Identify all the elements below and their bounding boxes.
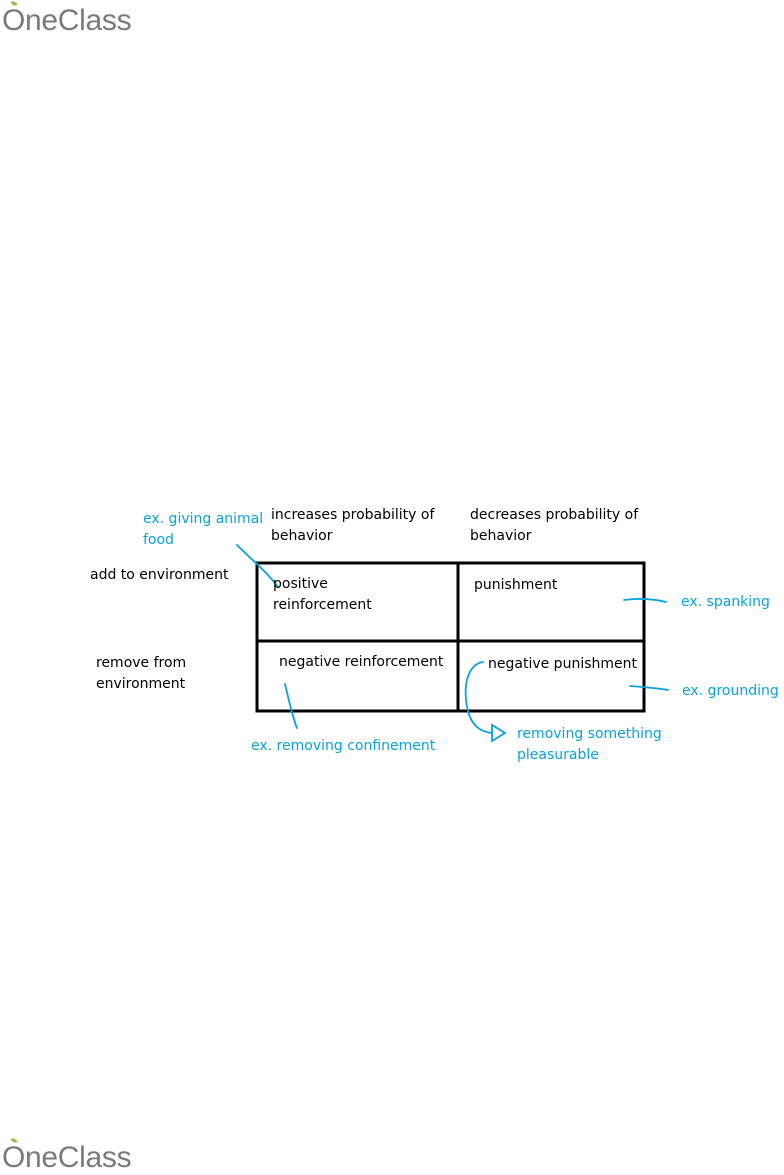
table-border [255,561,646,713]
annotation-spanking: ex. spanking [681,594,770,610]
row-header-remove: remove from environment [96,655,187,692]
spanking-annotation-line [623,598,667,603]
annotation-giving-food: ex. giving animal food [143,511,264,548]
pleasurable-annotation-line [464,661,493,734]
annotation-grounding: ex. grounding [682,683,779,699]
arrow-head-icon [491,723,507,743]
reinforcement-table-grid [255,561,646,713]
confinement-annotation-line [284,683,298,729]
cell-positive-reinforcement: positive reinforcement [273,576,372,613]
annotation-removing-confinement: ex. removing confinement [251,738,436,754]
food-annotation-line [236,544,279,588]
cell-negative-punishment: negative punishment [488,656,637,672]
logo-text: OneClass [2,4,132,37]
cell-negative-reinforcement: negative reinforcement [279,654,444,670]
cell-punishment: punishment [474,577,558,593]
row-header-add: add to environment [90,567,229,583]
grounding-annotation-line [629,685,669,691]
logo-text-footer: OneClass [2,1141,132,1174]
col-header-decreases: decreases probability of behavior [470,507,639,544]
col-header-increases: increases probability of behavior [271,507,435,544]
annotation-removing-pleasurable: removing something pleasurable [517,726,662,763]
